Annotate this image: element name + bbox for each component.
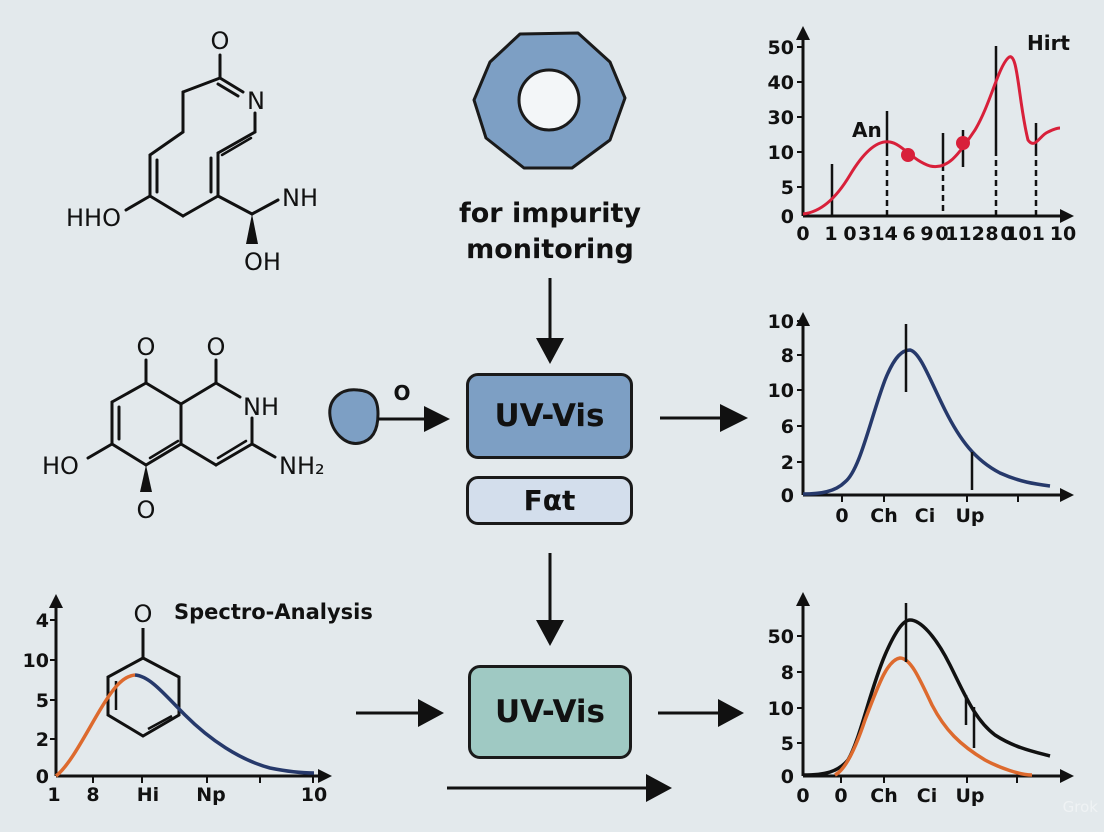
- svg-text:10: 10: [301, 784, 327, 806]
- chart-bottom-right: 50 8 10 5 0 0 0 Ch Ci Up: [768, 592, 1074, 807]
- molecule-1: [124, 53, 280, 244]
- spectro-analysis-label: Spectro-Analysis: [174, 600, 373, 624]
- svg-text:0: 0: [1000, 223, 1013, 245]
- svg-text:10: 10: [1050, 223, 1076, 245]
- svg-text:1: 1: [824, 223, 837, 245]
- arrow-head-icon: [424, 406, 450, 432]
- svg-text:50: 50: [768, 626, 794, 648]
- svg-text:8: 8: [86, 784, 99, 806]
- svg-text:Hi: Hi: [137, 784, 159, 806]
- fact-box: Fαt: [466, 476, 633, 525]
- uvvis-box-bottom-label: UV-Vis: [494, 694, 606, 730]
- svg-text:0: 0: [935, 223, 948, 245]
- svg-text:5: 5: [781, 733, 794, 755]
- svg-text:1: 1: [47, 784, 60, 806]
- chart-bottom-left: 4 10 5 2 0 1 8 Hi Np 10 O Spectro-Analys…: [23, 594, 373, 806]
- svg-text:NH₂: NH₂: [279, 452, 325, 480]
- svg-text:0: 0: [843, 223, 856, 245]
- svg-text:Np: Np: [196, 784, 226, 806]
- watermark: Grok: [1063, 798, 1099, 816]
- molecule-2-labels: O O NH HO NH₂ O: [42, 333, 325, 524]
- fact-box-label: Fαt: [523, 484, 576, 517]
- svg-text:O: O: [211, 27, 230, 55]
- svg-text:O: O: [134, 600, 153, 628]
- svg-text:101: 101: [1005, 223, 1045, 245]
- svg-text:Up: Up: [955, 785, 984, 807]
- svg-text:HHO: HHO: [66, 204, 121, 232]
- arrow-head-icon: [646, 774, 672, 802]
- svg-text:2: 2: [36, 729, 49, 751]
- molecule-2: [86, 358, 277, 492]
- svg-text:Ci: Ci: [915, 505, 935, 527]
- svg-text:8: 8: [781, 662, 794, 684]
- arrow-head-icon: [718, 699, 744, 727]
- uvvis-box-bottom: UV-Vis: [468, 665, 632, 759]
- svg-text:O: O: [137, 496, 156, 524]
- svg-text:Hirt: Hirt: [1027, 31, 1070, 55]
- svg-text:50: 50: [768, 37, 794, 59]
- svg-text:O: O: [207, 333, 226, 361]
- sample-blob-icon: [328, 388, 380, 445]
- svg-text:0: 0: [781, 206, 794, 228]
- svg-text:0: 0: [796, 785, 809, 807]
- svg-text:O: O: [137, 333, 156, 361]
- svg-text:10: 10: [768, 311, 794, 333]
- svg-text:0: 0: [781, 485, 794, 507]
- svg-text:112: 112: [945, 223, 985, 245]
- svg-text:6: 6: [902, 223, 915, 245]
- svg-text:10: 10: [768, 142, 794, 164]
- arrow-head-icon: [418, 699, 444, 727]
- svg-text:40: 40: [768, 72, 794, 94]
- caption-line-1: for impurity: [458, 198, 642, 229]
- svg-text:314: 314: [858, 223, 898, 245]
- svg-text:5: 5: [781, 177, 794, 199]
- svg-text:OH: OH: [244, 248, 281, 276]
- svg-text:An: An: [852, 118, 882, 142]
- uvvis-box-top: UV-Vis: [466, 373, 633, 459]
- svg-text:NH: NH: [282, 184, 318, 212]
- svg-text:2: 2: [781, 452, 794, 474]
- svg-text:0: 0: [796, 223, 809, 245]
- uvvis-box-top-label: UV-Vis: [494, 398, 605, 434]
- svg-text:HO: HO: [42, 452, 79, 480]
- svg-text:Ci: Ci: [917, 785, 937, 807]
- svg-text:Ch: Ch: [870, 505, 897, 527]
- molecule-1-labels: O N NH HHO OH: [66, 27, 318, 276]
- svg-text:Up: Up: [955, 505, 984, 527]
- svg-text:0: 0: [835, 505, 848, 527]
- arrow-head-icon: [720, 404, 748, 432]
- octagon-ring-icon: [472, 31, 627, 170]
- arrow-label: O: [393, 381, 410, 405]
- caption-line-2: monitoring: [466, 234, 634, 265]
- svg-text:8: 8: [781, 345, 794, 367]
- svg-text:0: 0: [36, 766, 49, 788]
- svg-text:10: 10: [768, 698, 794, 720]
- svg-text:6: 6: [781, 416, 794, 438]
- svg-text:30: 30: [768, 107, 794, 129]
- svg-text:Ch: Ch: [870, 785, 897, 807]
- svg-text:5: 5: [36, 690, 49, 712]
- arrow-head-icon: [536, 620, 564, 646]
- svg-text:9: 9: [920, 223, 933, 245]
- svg-text:10: 10: [23, 650, 49, 672]
- chart-middle-right: 10 8 10 6 2 0 0 Ch Ci Up: [768, 311, 1074, 527]
- chart-top-right: 50 40 30 10 5 0 0 1 0 314 6 9 0 112 8 0 …: [768, 26, 1076, 245]
- svg-text:10: 10: [768, 380, 794, 402]
- svg-text:0: 0: [834, 785, 847, 807]
- svg-text:8: 8: [985, 223, 998, 245]
- svg-text:0: 0: [781, 766, 794, 788]
- svg-text:N: N: [247, 87, 265, 115]
- arrow-head-icon: [536, 338, 564, 364]
- svg-text:4: 4: [36, 610, 49, 632]
- caption-impurity-monitoring: for impurity monitoring: [430, 196, 670, 268]
- svg-text:NH: NH: [243, 393, 279, 421]
